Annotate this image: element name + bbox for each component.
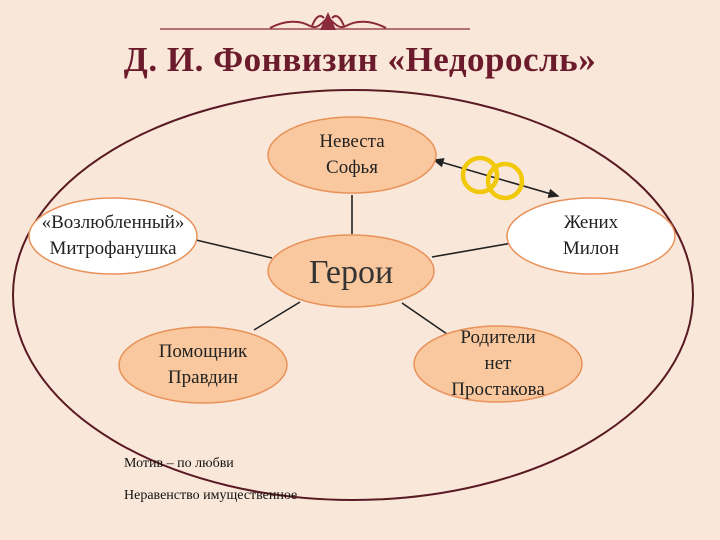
node-pravdin [118,326,288,404]
note-motive: Мотив – по любви [124,456,234,471]
slide-title: Д. И. Фонвизин «Недоросль» [123,40,597,79]
node-milon [506,197,676,275]
pravdin-role: Помощник [158,341,248,362]
sofia-name: Софья [326,157,378,178]
pravdin-name: Правдин [167,367,239,388]
connector-milon [431,242,513,258]
center-label: Герои [308,254,394,291]
node-sofia [267,116,437,194]
node-mitrofan [28,197,198,275]
outer-ellipse [12,89,694,501]
node-milon-label: Жених Милон [507,198,675,274]
node-mitrofan-label: «Возлюбленный» Митрофанушка [16,198,210,274]
connector-mitrofan [195,239,273,259]
milon-role: Жених [563,212,619,233]
node-parents-label: Родители нет Простакова [414,324,582,404]
connector-pravdin [253,301,301,331]
mitrofan-role: «Возлюбленный» [41,212,185,233]
parents-status: нет [484,353,512,374]
sofia-role: Невеста [319,131,385,152]
connector-parents [401,302,448,335]
node-sofia-label: Невеста Софья [268,117,436,193]
decorative-scroll-ornament-icon [160,12,470,30]
node-parents [413,325,583,403]
note-inequality: Неравенство имущественное [124,488,298,503]
milon-name: Милон [562,238,620,259]
wedding-rings-icon [460,155,525,201]
node-center [267,234,435,308]
parents-role: Родители [460,327,536,348]
parents-name: Простакова [451,379,545,400]
node-pravdin-label: Помощник Правдин [119,327,287,403]
mitrofan-name: Митрофанушка [49,238,177,259]
